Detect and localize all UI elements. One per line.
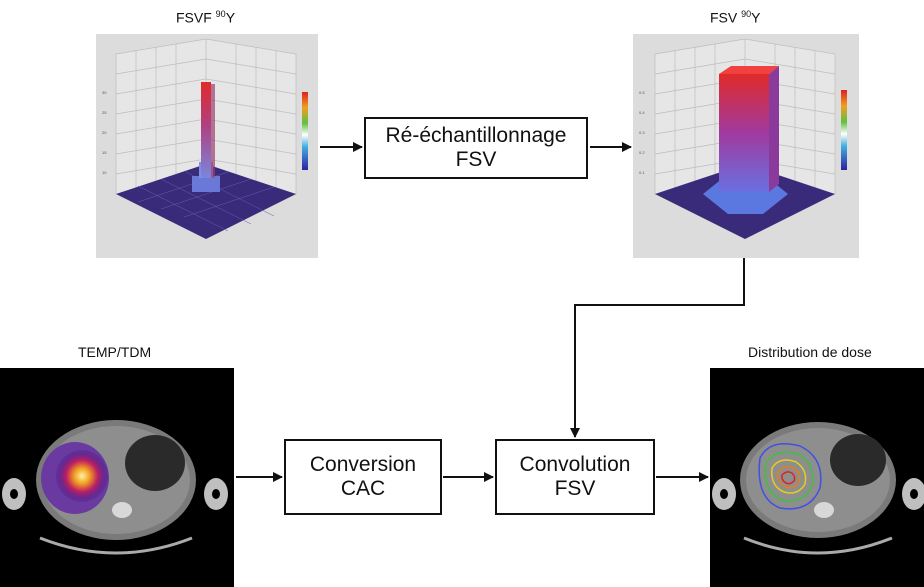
svg-text:30: 30 (102, 90, 107, 95)
resampling-box: Ré-échantillonnage FSV (364, 117, 588, 179)
svg-text:15: 15 (102, 150, 107, 155)
fsvf-title-isotope: Y (225, 9, 236, 26)
fsvf-3d-plot: 30 25 20 15 10 (96, 34, 318, 258)
arrow-fsv-to-convolution (570, 258, 745, 438)
dose-distribution-title: Distribution de dose (748, 344, 872, 360)
svg-text:0.3: 0.3 (639, 130, 645, 135)
temp-tdm-title: TEMP/TDM (78, 344, 152, 360)
dose-distribution-image (710, 368, 924, 587)
fsv-title-mass: 90 (741, 9, 752, 19)
resampling-line1: Ré-échantillonnage (385, 123, 567, 147)
convolution-line1: Convolution (519, 452, 631, 476)
svg-text:0.2: 0.2 (639, 150, 645, 155)
fsv-title-prefix: FSV (710, 9, 742, 26)
conversion-line1: Conversion (309, 452, 417, 476)
svg-text:0.1: 0.1 (639, 170, 645, 175)
fsvf-title-prefix: FSVF (176, 9, 216, 26)
fsv-title-isotope: Y (751, 9, 761, 26)
svg-text:0.4: 0.4 (639, 110, 645, 115)
fsvf-title: FSVF 90Y (176, 9, 235, 26)
svg-text:20: 20 (102, 130, 107, 135)
conversion-box: Conversion CAC (284, 439, 442, 515)
svg-text:0.5: 0.5 (639, 90, 645, 95)
fsv-3d-plot: 0.5 0.4 0.3 0.2 0.1 (633, 34, 859, 258)
svg-text:10: 10 (102, 170, 107, 175)
fsv-title: FSV 90Y (710, 9, 760, 26)
temp-tdm-image (0, 368, 234, 587)
fsvf-title-mass: 90 (215, 9, 226, 19)
convolution-line2: FSV (554, 477, 596, 500)
conversion-line2: CAC (340, 477, 386, 500)
resampling-line2: FSV (455, 148, 497, 171)
convolution-box: Convolution FSV (495, 439, 655, 515)
svg-text:25: 25 (102, 110, 107, 115)
